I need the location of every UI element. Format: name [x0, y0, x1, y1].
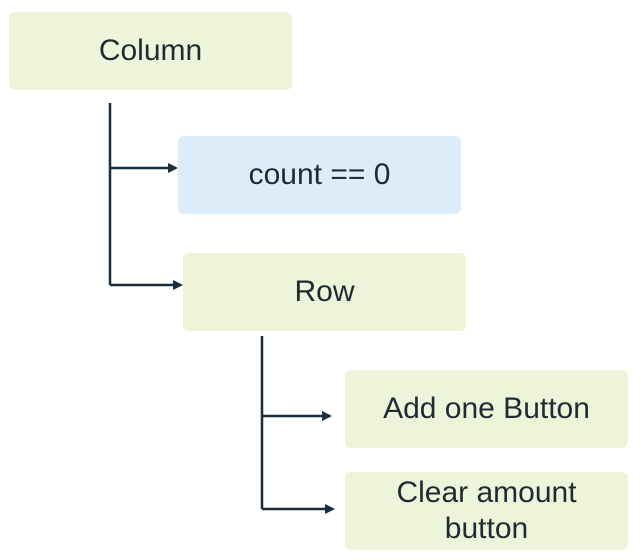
- column-node-label: Column: [98, 34, 203, 67]
- condition-node-label: count == 0: [248, 158, 391, 191]
- row-node: Row: [183, 253, 466, 331]
- clear-amount-button-node-label: Clear amount button: [396, 476, 577, 545]
- condition-node: count == 0: [178, 136, 461, 214]
- row-node-label: Row: [294, 275, 355, 308]
- add-one-button-node: Add one Button: [345, 370, 628, 448]
- clear-amount-button-node: Clear amount button: [345, 472, 628, 550]
- add-one-button-node-label: Add one Button: [383, 392, 590, 425]
- column-node: Column: [9, 12, 292, 90]
